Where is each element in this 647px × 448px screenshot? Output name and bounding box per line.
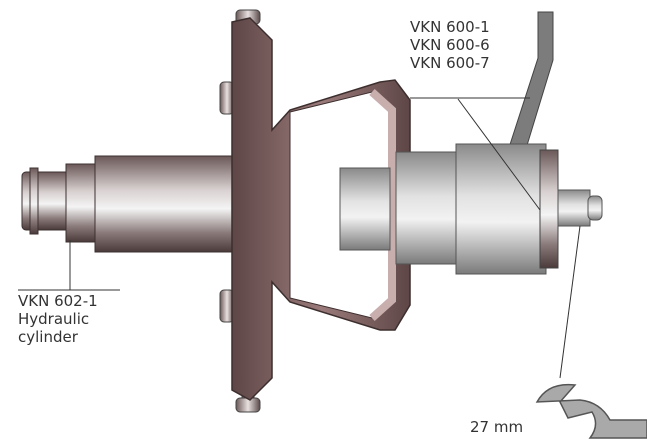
label-line: Hydraulic xyxy=(18,310,90,328)
handle-bar xyxy=(504,11,554,166)
label-line: VKN 600-6 xyxy=(410,36,490,54)
label-line: VKN 600-7 xyxy=(410,54,490,72)
hydraulic-cylinder xyxy=(21,155,236,253)
label-line: VKN 600-1 xyxy=(410,18,490,36)
leader-lines xyxy=(18,97,581,379)
wrench-icon xyxy=(535,383,647,439)
label-line: VKN 602-1 xyxy=(18,292,98,310)
label-vkn-600: VKN 600-1 VKN 600-6 VKN 600-7 xyxy=(410,18,490,72)
label-wrench-size: 27 mm xyxy=(470,418,524,436)
label-hydraulic-cylinder: VKN 602-1 Hydraulic cylinder xyxy=(18,292,98,346)
label-line: cylinder xyxy=(18,328,78,346)
bearing-housing xyxy=(339,143,603,275)
